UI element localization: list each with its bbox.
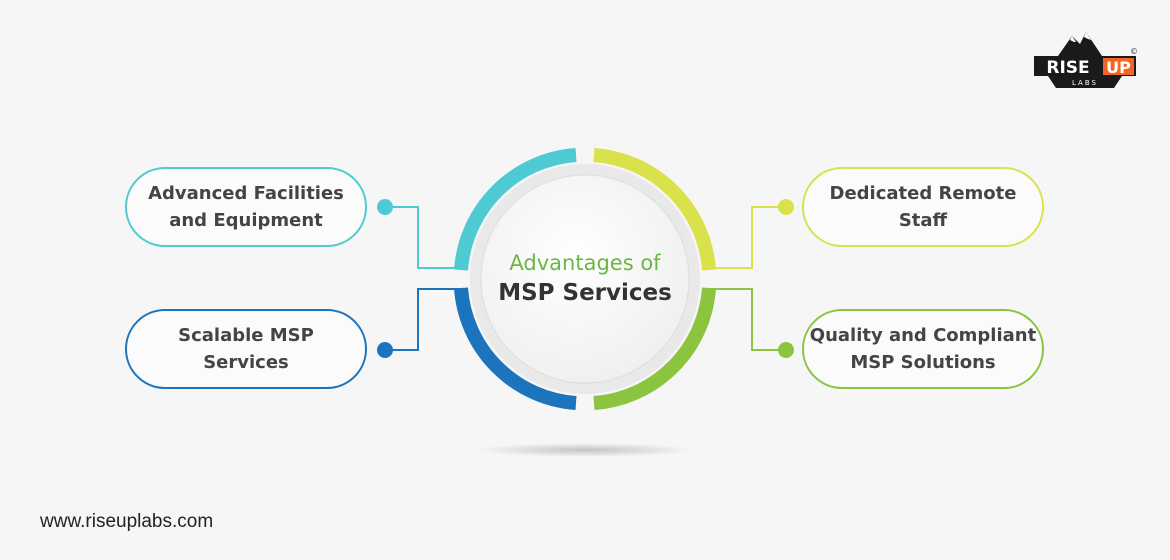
node-dot-top-left [377,199,393,215]
logo-word-labs: LABS [1072,79,1098,87]
center-title-line2: MSP Services [498,280,672,306]
advantage-label-scalable: Scalable MSP Services [178,325,314,373]
floor-shadow [475,443,695,457]
advantage-label-facilities: Advanced Facilities and Equipment [148,183,344,231]
ring-segment-green [593,287,716,410]
logo-copyright-mark: © [1130,47,1138,56]
website-url: www.riseuplabs.com [40,511,214,532]
connector-bottom-right [708,288,786,351]
logo-mountain [1058,32,1102,56]
node-dot-bottom-left [377,342,393,358]
advantage-label-remote-staff: Dedicated Remote Staff [829,183,1017,231]
ring-segment-teal [454,148,577,271]
center-disc [480,174,690,384]
ring-segment-yellow-green [593,148,716,271]
node-dot-bottom-right [778,342,794,358]
node-dot-top-right [778,199,794,215]
advantage-box-facilities: Advanced Facilities and Equipment [125,167,367,247]
center-title-line1: Advantages of [509,251,661,275]
ring-segment-blue [454,287,577,410]
advantage-box-remote-staff: Dedicated Remote Staff [802,167,1044,247]
center-title: Advantages of MSP Services [480,248,690,308]
advantage-label-quality: Quality and Compliant MSP Solutions [809,325,1037,373]
riseup-labs-logo: RISE UP LABS © [1034,32,1138,88]
logo-word-rise: RISE [1046,58,1089,78]
advantage-box-scalable: Scalable MSP Services [125,309,367,389]
connector-top-right [708,206,786,269]
logo-word-up: UP [1106,58,1131,77]
connector-bottom-left [385,288,462,351]
advantage-box-quality: Quality and Compliant MSP Solutions [802,309,1044,389]
connector-top-left [385,206,462,269]
